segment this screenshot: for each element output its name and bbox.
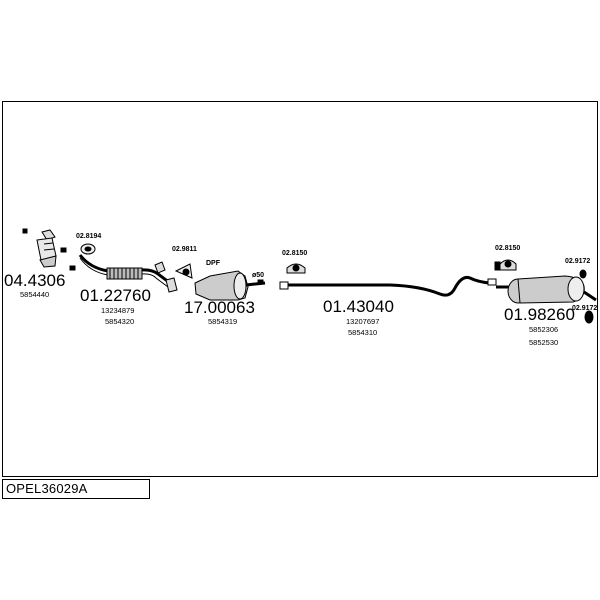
dpf-drawing: [194, 270, 266, 301]
code-box: OPEL36029A: [2, 479, 150, 499]
part-ref-5854440: 5854440: [20, 290, 50, 299]
gasket-02-9811-drawing: [174, 263, 193, 279]
marker-square: [22, 228, 28, 234]
hanger-02-8150-left-drawing: [286, 263, 306, 274]
dpf-tag: DPF: [206, 260, 220, 267]
fitting-label-02-8194: 02.8194: [76, 233, 102, 240]
fitting-label-02-8150-left: 02.8150: [282, 250, 308, 257]
part-number-17-00063: 17.00063: [184, 298, 255, 317]
diagram-frame: [2, 101, 598, 477]
part-ref-5852306: 5852306: [529, 325, 559, 334]
catalytic-converter-drawing: [36, 229, 76, 271]
part-ref-5854320: 5854320: [105, 317, 135, 326]
diameter-label: ø50: [252, 272, 265, 279]
part-ref-13207697: 13207697: [346, 317, 380, 326]
clamp-02-9172-drawing: [579, 269, 594, 324]
hanger-02-8150-right-drawing: [494, 259, 517, 271]
center-pipe-drawing: [279, 276, 497, 297]
front-pipe-drawing: [78, 254, 178, 293]
part-number-01-43040: 01.43040: [323, 297, 394, 316]
part-number-04-4306: 04.4306: [4, 271, 66, 290]
diagram-code: OPEL36029A: [6, 481, 88, 496]
part-ref-5854319: 5854319: [208, 317, 238, 326]
rear-muffler-drawing: [496, 275, 597, 304]
part-ref-5854310: 5854310: [348, 328, 378, 337]
part-ref-5852530: 5852530: [529, 338, 559, 347]
fitting-label-02-9811: 02.9811: [172, 246, 197, 253]
fitting-label-02-8150-right: 02.8150: [495, 245, 521, 252]
fitting-label-02-9172-bottom: 02.9172: [572, 305, 598, 312]
part-ref-13234879: 13234879: [101, 306, 135, 315]
clamp-02-8194-drawing: [80, 243, 96, 255]
part-number-01-98260: 01.98260: [504, 305, 575, 324]
fitting-label-02-9172-top: 02.9172: [565, 258, 591, 265]
part-number-01-22760: 01.22760: [80, 286, 151, 305]
